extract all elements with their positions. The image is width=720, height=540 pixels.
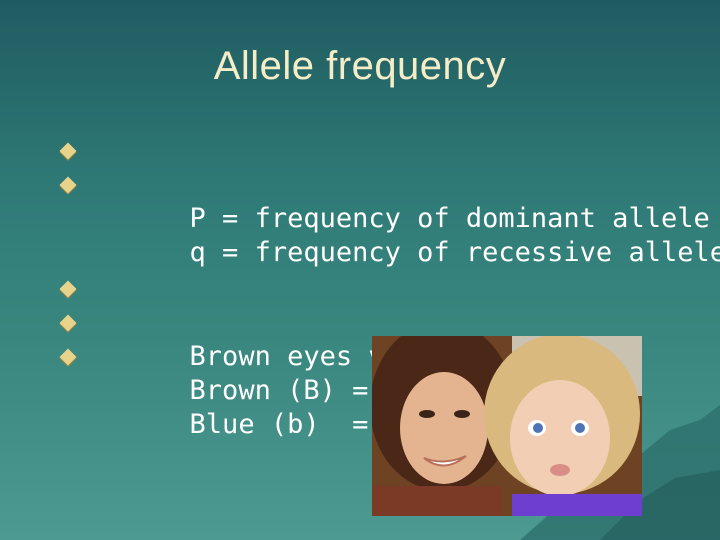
diamond-bullet-icon bbox=[59, 348, 77, 366]
bullet-p-definition: P = frequency of dominant allele bbox=[59, 134, 720, 234]
bullet-q-definition: q = frequency of recessive allele bbox=[59, 168, 720, 268]
slide-title: Allele frequency bbox=[213, 44, 507, 88]
bullet-blue-allele: Blue (b) = q bbox=[59, 340, 563, 440]
mother-child-photo bbox=[372, 336, 642, 516]
bullet-text: P = frequency of dominant allele bbox=[189, 203, 710, 234]
diamond-bullet-icon bbox=[59, 314, 77, 332]
bullet-brown-allele: Brown (B) = P bbox=[59, 306, 563, 406]
diamond-bullet-icon bbox=[59, 142, 77, 160]
diamond-bullet-icon bbox=[59, 280, 77, 298]
bullet-text: Brown (B) = P bbox=[189, 375, 401, 406]
definitions-list: P = frequency of dominant allele q = fre… bbox=[59, 134, 720, 268]
bullet-text: q = frequency of recessive allele bbox=[189, 237, 720, 268]
bullet-text: Blue (b) = q bbox=[189, 409, 401, 440]
bullet-eye-colors: Brown eyes vs blue eyes bbox=[59, 272, 563, 372]
diamond-bullet-icon bbox=[59, 176, 77, 194]
